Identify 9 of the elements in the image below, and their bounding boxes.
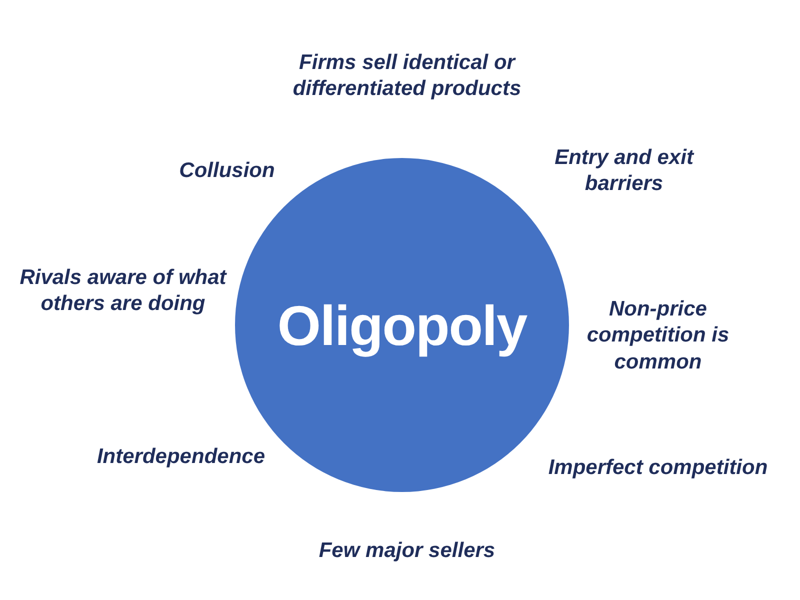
feature-label: Rivals aware of what others are doing (18, 264, 228, 317)
feature-label: Few major sellers (318, 538, 496, 564)
feature-label: Non-price competition is common (586, 296, 730, 376)
feature-label: Collusion (178, 158, 276, 184)
feature-label: Interdependence (96, 444, 266, 470)
feature-label: Imperfect competition (547, 454, 769, 481)
feature-label: Firms sell identical or differentiated products (292, 50, 522, 102)
feature-label: Entry and exit barriers (554, 144, 696, 197)
circle-title: Oligopoly (277, 292, 527, 358)
